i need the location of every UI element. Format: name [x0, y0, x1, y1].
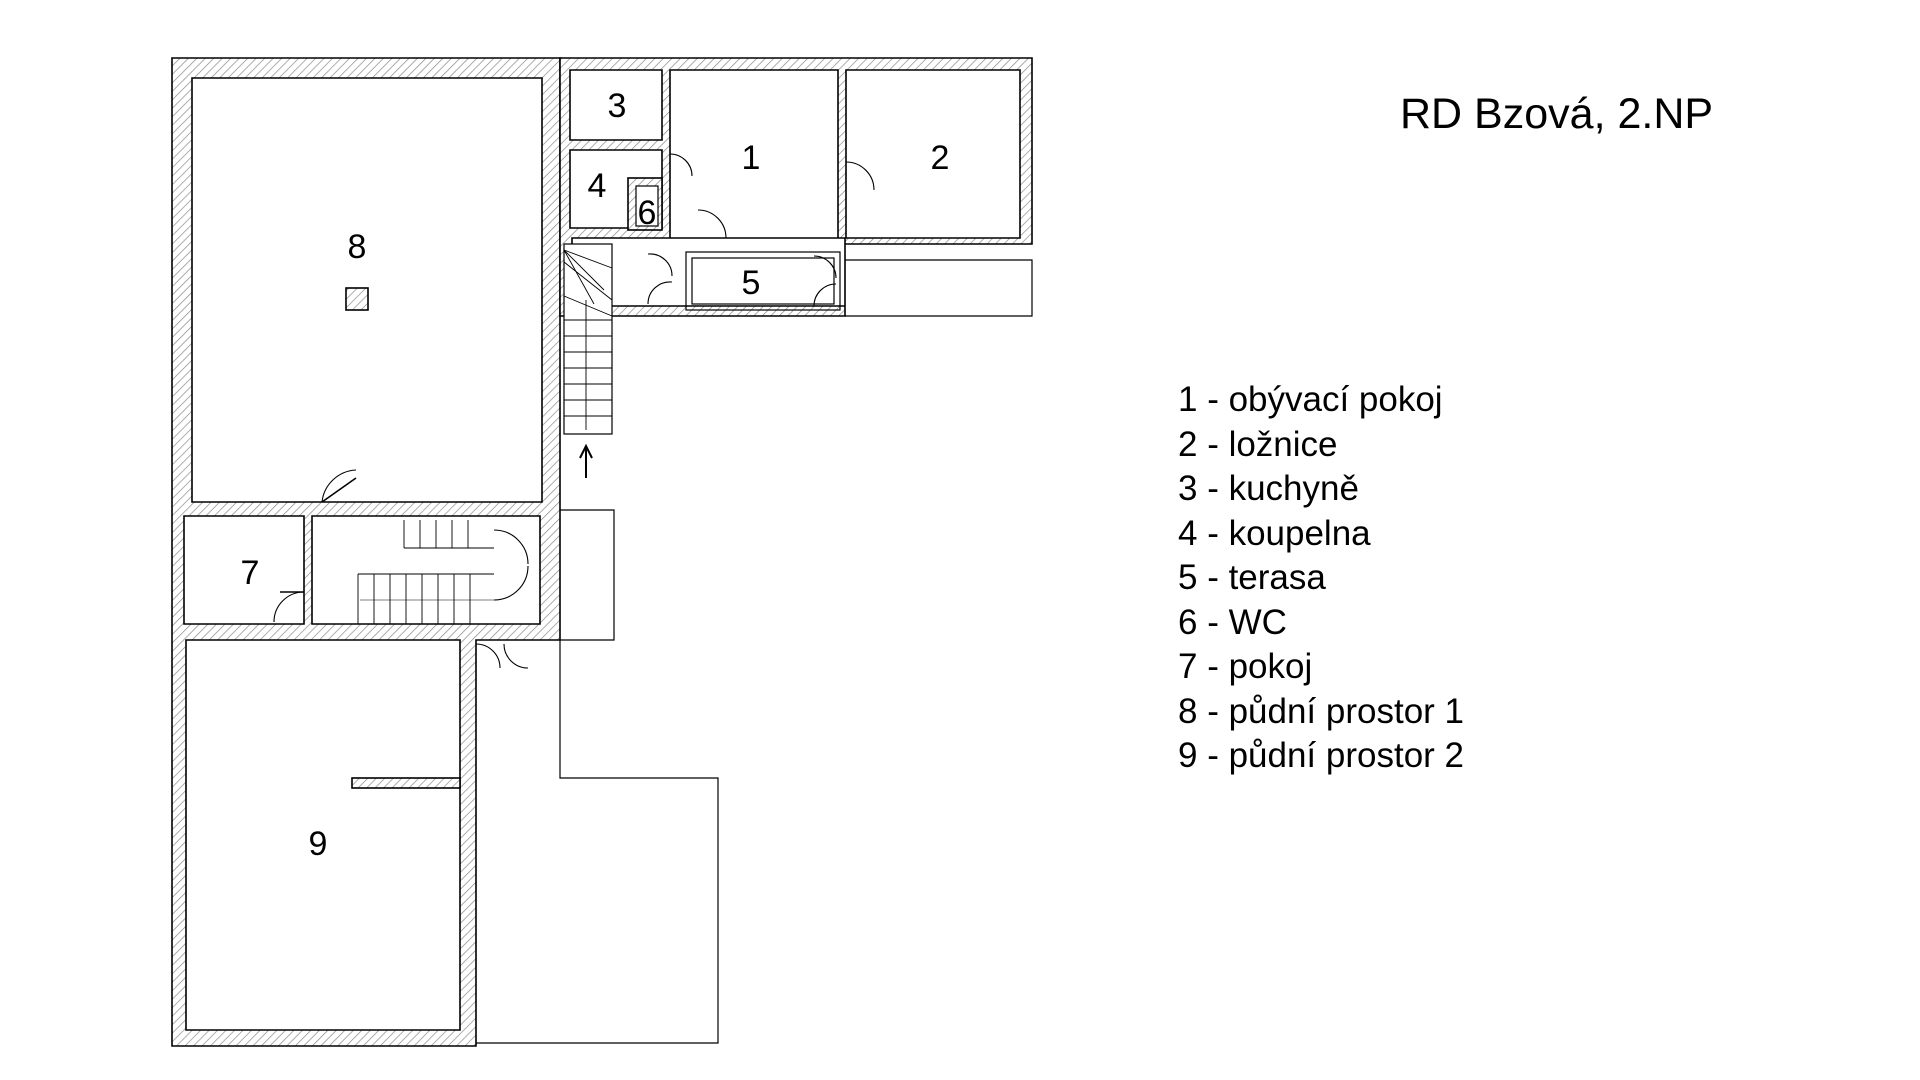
wall-left-block [171, 57, 561, 1047]
chimney [345, 287, 369, 311]
doors [273, 153, 875, 669]
room-number-1: 1 [742, 139, 761, 177]
legend-item: 6 - WC [1178, 602, 1287, 642]
room-number-7: 7 [241, 554, 260, 592]
room-number-8: 8 [348, 228, 367, 266]
legend-item: 8 - půdní prostor 1 [1178, 691, 1464, 731]
legend-item: 1 - obývací pokoj [1178, 380, 1443, 419]
page-title: RD Bzová, 2.NP [1400, 90, 1714, 138]
legend-item: 3 - kuchyně [1178, 469, 1359, 508]
room-number-6: 6 [638, 194, 657, 232]
room-number-4: 4 [588, 167, 607, 205]
room-number-9: 9 [309, 825, 328, 863]
wall-stub [351, 777, 461, 789]
room-number-5: 5 [742, 264, 761, 302]
legend-item: 9 - půdní prostor 2 [1178, 736, 1464, 775]
internal-stair [357, 520, 494, 624]
room-number-2: 2 [931, 139, 950, 177]
legend-item: 5 - terasa [1178, 558, 1326, 597]
exterior-outlines [476, 259, 1033, 1044]
room-legend: 1 - obývací pokoj 2 - ložnice 3 - kuchyn… [1178, 378, 1464, 779]
legend-item: 2 - ložnice [1178, 424, 1338, 464]
room-numbers: 1 2 3 4 5 6 7 8 9 [241, 87, 950, 863]
main-staircase [563, 243, 613, 478]
terrace-frame [685, 251, 841, 311]
room-number-3: 3 [608, 87, 627, 125]
legend-item: 4 - koupelna [1178, 513, 1371, 553]
legend-item: 7 - pokoj [1178, 647, 1313, 686]
